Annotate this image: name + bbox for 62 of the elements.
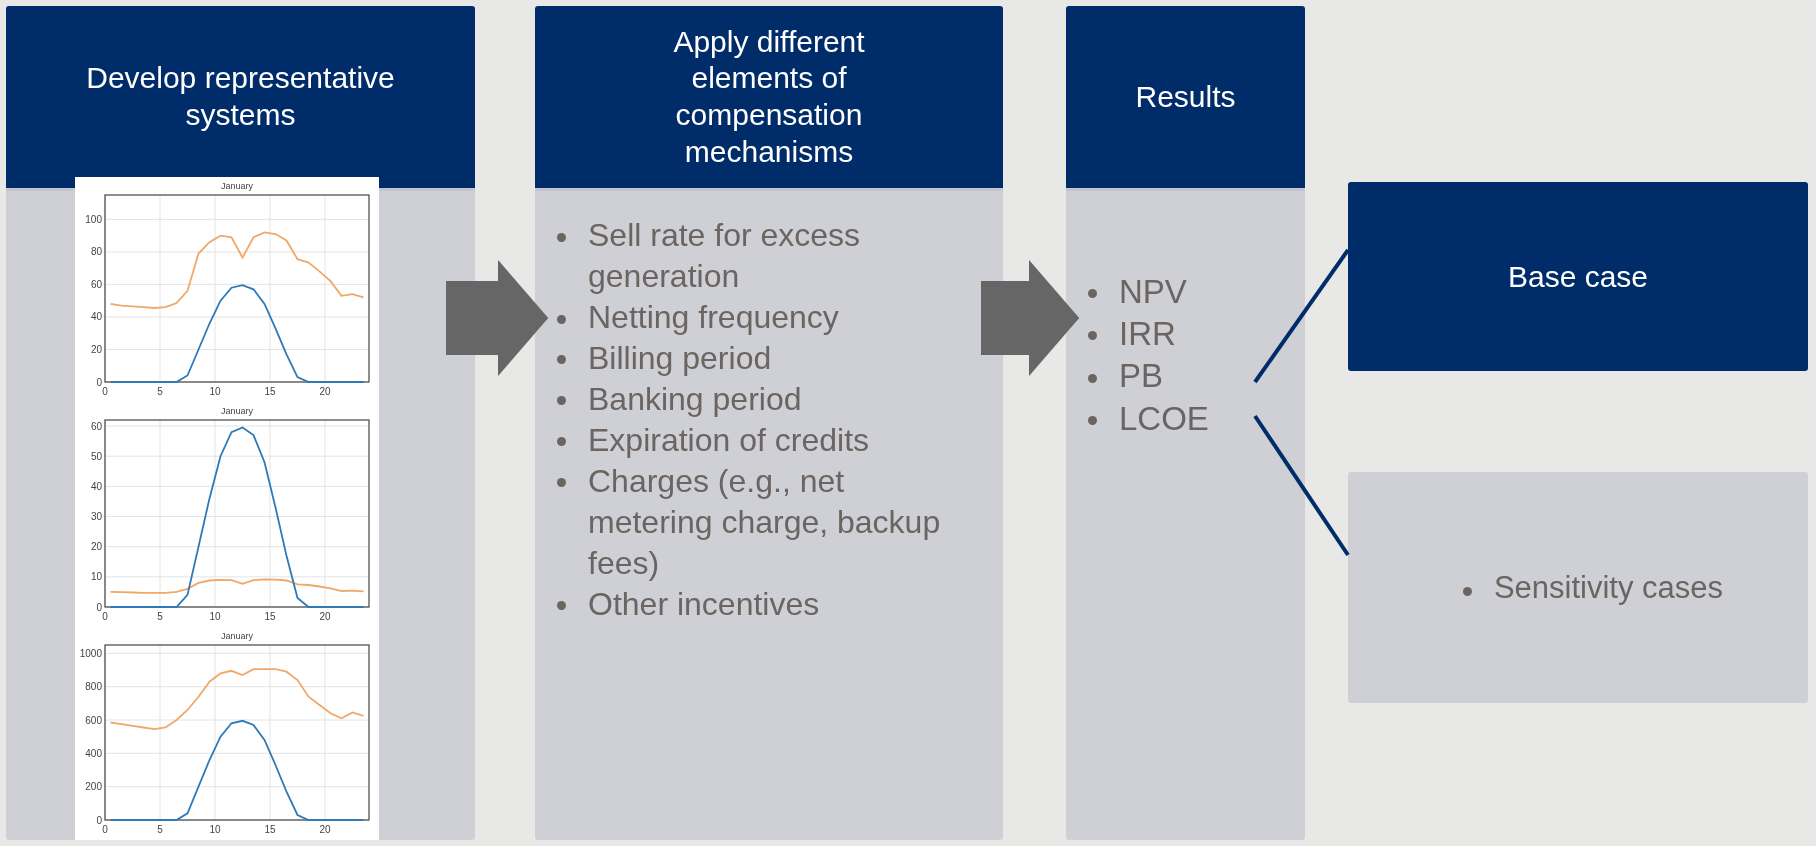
bullet-item: Netting frequency <box>588 297 839 337</box>
tick-label: 5 <box>157 386 163 397</box>
bullet-item: NPV <box>1119 272 1187 312</box>
bullet-item: Charges (e.g., net metering charge, backup fees) <box>588 461 942 583</box>
bullet-item: IRR <box>1119 314 1176 355</box>
tick-label: 0 <box>102 824 108 835</box>
tick-label: 15 <box>264 386 276 397</box>
chart-title: January <box>221 181 253 191</box>
bullet-item: Billing period <box>588 338 772 378</box>
bullet-item: Expiration of credits <box>588 420 869 460</box>
tick-label: 20 <box>90 344 102 355</box>
tick-label: 10 <box>209 386 221 397</box>
chart-title: January <box>221 406 253 416</box>
result-box <box>1348 472 1808 703</box>
tick-label: 0 <box>96 376 102 388</box>
box-label: Base case <box>1507 259 1649 294</box>
connector-line <box>1253 248 1350 384</box>
tick-label: 10 <box>209 824 221 835</box>
tick-label: 0 <box>96 601 102 613</box>
column-heading: Develop representative systems <box>85 60 396 133</box>
tick-label: 80 <box>90 246 102 258</box>
block-arrow <box>446 260 549 376</box>
tick-label: 10 <box>209 611 221 622</box>
tick-label: 40 <box>90 480 102 492</box>
tick-label: 200 <box>85 781 102 793</box>
bullet-item: PB <box>1119 356 1164 397</box>
bullet-item: Sell rate for excess generation <box>588 216 862 296</box>
column-panel <box>1066 6 1305 840</box>
column-heading: Apply different elements of compensation mechanisms <box>672 23 866 170</box>
tick-label: 400 <box>85 747 102 759</box>
chart-title: January <box>221 631 253 641</box>
block-arrow <box>981 260 1080 376</box>
bullet-item: LCOE <box>1119 398 1209 439</box>
column-panel <box>535 6 1003 840</box>
column-heading: Results <box>1135 78 1236 115</box>
tick-label: 5 <box>157 824 163 835</box>
tick-label: 0 <box>102 611 108 622</box>
tick-label: 1000 <box>79 647 102 659</box>
tick-label: 40 <box>90 311 102 323</box>
tick-label: 100 <box>85 213 102 225</box>
bullet-item: Other incentives <box>588 584 820 624</box>
tick-label: 0 <box>102 386 108 397</box>
column-panel <box>6 6 475 840</box>
tick-label: 5 <box>157 611 163 622</box>
tick-label: 30 <box>90 511 102 522</box>
tick-label: 60 <box>90 278 102 290</box>
tick-label: 600 <box>85 714 102 726</box>
tick-label: 20 <box>319 824 331 835</box>
tick-label: 0 <box>96 814 102 826</box>
tick-label: 20 <box>319 611 331 622</box>
tick-label: 60 <box>90 420 102 432</box>
tick-label: 20 <box>90 541 102 553</box>
tick-label: 20 <box>319 386 331 397</box>
result-box <box>1348 182 1808 371</box>
bullet-item: Sensitivity cases <box>1493 569 1724 606</box>
bullet-item: Banking period <box>588 379 802 419</box>
tick-label: 800 <box>85 681 102 693</box>
tick-label: 15 <box>264 824 276 835</box>
tick-label: 50 <box>90 450 102 462</box>
connector-line <box>1253 414 1350 557</box>
tick-label: 10 <box>90 571 102 583</box>
tick-label: 15 <box>264 611 276 622</box>
